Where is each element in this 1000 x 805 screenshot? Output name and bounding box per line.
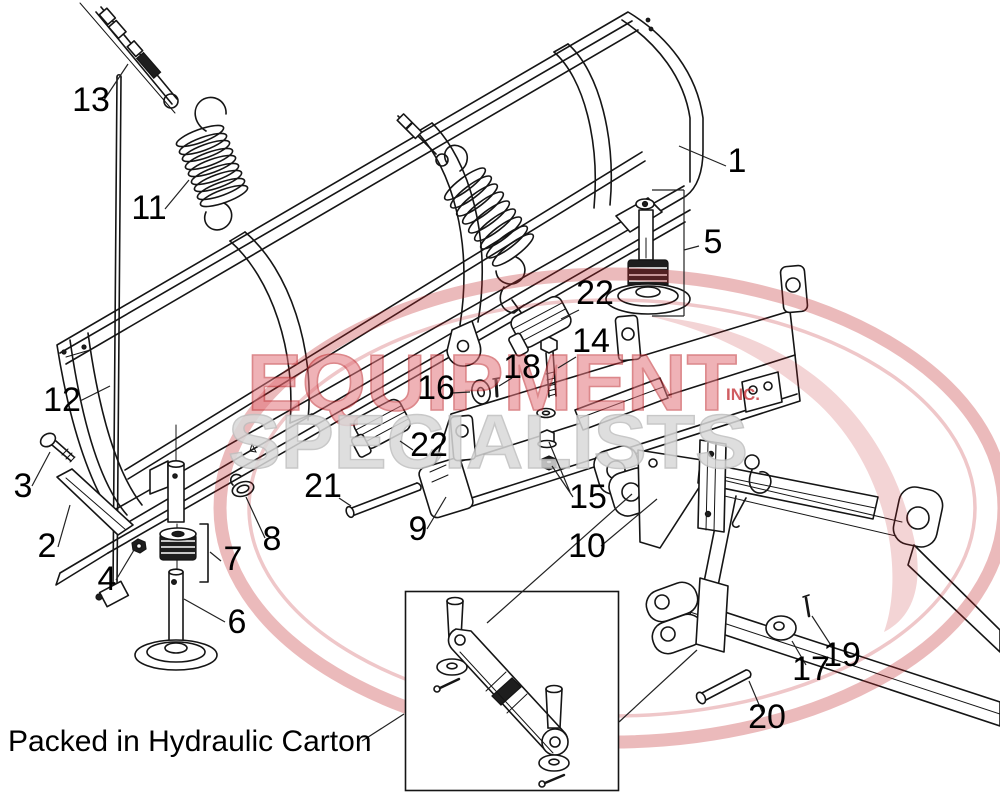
hydraulic-cylinder: [447, 628, 569, 756]
hitch-pin-21: [345, 482, 422, 519]
shoe-assembly: [605, 197, 691, 315]
clevis-pin-20: [695, 669, 752, 705]
inset-box-border: [404, 590, 620, 792]
callout-label-18: 18: [503, 348, 541, 386]
marker-rod: [95, 73, 130, 608]
runner-plate: [56, 442, 257, 536]
shoe-stand: [134, 568, 218, 671]
callout-label-5: 5: [704, 223, 723, 261]
callout-label-1: 1: [728, 142, 747, 180]
cylinder-washer-lower: [538, 754, 570, 772]
flat-washer-17: [765, 615, 797, 641]
moldboard: [55, 11, 704, 586]
shoe-mount-post: [149, 424, 185, 571]
push-beam: [418, 264, 809, 519]
callout-label-13: 13: [72, 81, 110, 119]
watermark-suffix: INC.: [726, 385, 760, 404]
callout-label-17: 17: [792, 650, 830, 688]
cotter-pin-19: [802, 594, 811, 618]
cylinder-washer-upper: [436, 658, 468, 676]
callout-label-8: 8: [263, 520, 282, 558]
diagram-line-art: [39, 2, 1000, 727]
flat-washer-16: [471, 379, 491, 405]
rubber-pad-left: [350, 398, 411, 458]
a-frame: [637, 439, 1000, 727]
callout-label-11: 11: [131, 189, 166, 227]
watermark-word-bottom: SPECIALISTS: [228, 400, 748, 485]
cylinder-pin-upper: [446, 596, 464, 639]
hydraulic-carton-caption: Packed in Hydraulic Carton: [8, 725, 372, 758]
hex-nut: [131, 538, 147, 554]
hydraulic-carton-inset: [404, 590, 620, 792]
carriage-bolt: [39, 432, 76, 463]
callout-label-12: 12: [43, 381, 81, 419]
watermark-word-top: EQUIPMENT: [247, 338, 737, 427]
callout-label-10: 10: [568, 527, 606, 565]
callout-label-16: 16: [417, 369, 455, 407]
trip-spring-assembly: [396, 113, 535, 323]
cylinder-pin-lower: [545, 684, 563, 729]
callout-label-22a: 22: [576, 274, 614, 312]
spring-clip: [229, 473, 255, 498]
callout-label-15: 15: [569, 478, 607, 516]
callout-label-19: 19: [823, 636, 861, 674]
callout-label-4: 4: [98, 560, 117, 598]
callout-label-2: 2: [38, 527, 57, 565]
cotter-pin-upper: [433, 677, 461, 693]
watermark: EQUIPMENT INC. SPECIALISTS: [213, 267, 1000, 749]
extension-spring: [175, 96, 249, 231]
eyebolt-assembly: [79, 2, 179, 114]
callout-annotations: 1 2 3 4 5 6 7 8 9 10 11 12 13 14 15 16 1…: [8, 63, 861, 758]
hex-bolt: [540, 336, 558, 398]
callout-label-20: 20: [748, 698, 786, 736]
locknut-stack-15: [536, 407, 557, 471]
cotter-pin-lower: [538, 773, 566, 788]
leader-lines: [31, 63, 835, 742]
callout-label-3: 3: [14, 467, 33, 505]
callout-label-9: 9: [409, 510, 428, 548]
callout-label-6: 6: [228, 603, 247, 641]
callout-label-7: 7: [224, 540, 243, 578]
callout-label-22b: 22: [410, 426, 448, 464]
callout-label-14: 14: [572, 322, 610, 360]
rubber-spacer: [159, 523, 209, 583]
callout-label-21: 21: [304, 467, 342, 505]
roll-pin-18: [492, 377, 500, 398]
